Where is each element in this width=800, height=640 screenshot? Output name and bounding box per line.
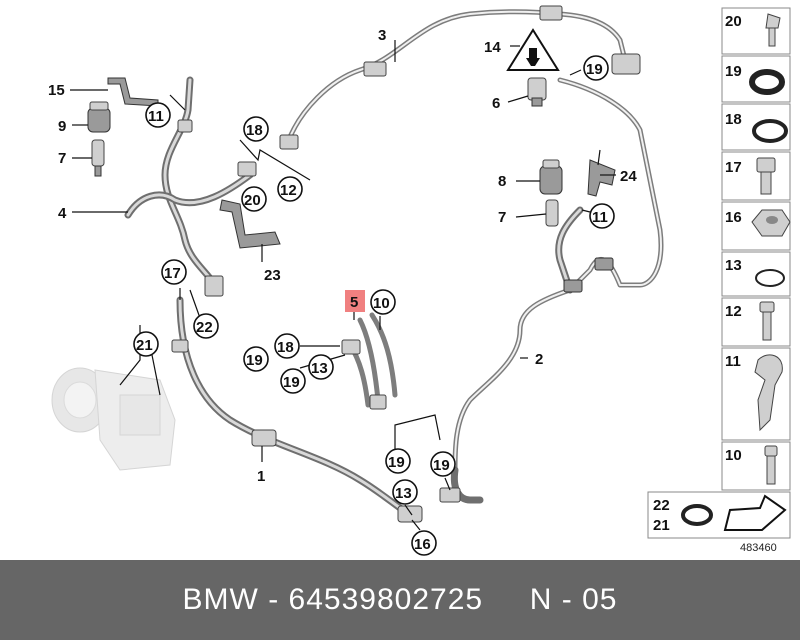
label-17: 17 [164, 265, 181, 282]
sensor-6 [527, 77, 547, 107]
label-22: 22 [196, 319, 213, 336]
parts-sidebar: 20 19 18 17 16 13 12 11 [647, 7, 791, 554]
cap-9 [87, 101, 111, 133]
sidebar-label-10: 10 [725, 447, 742, 464]
parts-diagram: 15 9 7 4 3 14 6 8 7 24 23 2 1 5 11 18 12… [48, 5, 791, 556]
label-18-mid: 18 [277, 339, 294, 356]
label-21: 21 [136, 337, 153, 354]
footer-separator: - [258, 583, 289, 616]
label-7-left: 7 [58, 150, 66, 167]
bracket-24 [587, 149, 616, 197]
footer-position: N - 05 [529, 583, 618, 616]
valve-7-right [545, 199, 559, 227]
label-14: 14 [484, 39, 501, 56]
diagram-number: 483460 [740, 542, 777, 554]
label-19-midleft: 19 [246, 352, 263, 369]
label-5: 5 [350, 294, 358, 311]
label-20: 20 [244, 192, 261, 209]
label-13-mid: 13 [311, 360, 328, 377]
warning-triangle-icon [506, 28, 560, 71]
bracket-23 [219, 199, 281, 249]
label-19-midlow: 19 [283, 374, 300, 391]
sidebar-label-13: 13 [725, 257, 742, 274]
label-6: 6 [492, 95, 500, 112]
footer-gap [483, 583, 530, 617]
sidebar-label-22: 22 [653, 497, 670, 514]
label-11-left: 11 [148, 108, 164, 125]
sidebar-label-11: 11 [725, 353, 741, 370]
label-11-right: 11 [592, 209, 608, 226]
hose-2 [439, 77, 664, 504]
label-18-top: 18 [246, 122, 263, 139]
label-15: 15 [48, 82, 65, 99]
label-8: 8 [498, 173, 506, 190]
sidebar-label-12: 12 [725, 303, 742, 320]
highlight-box-5 [345, 290, 365, 312]
pipe-assembly-5 [341, 312, 398, 410]
footer-brand: BMW [182, 583, 259, 616]
label-19-bottomright: 19 [433, 457, 450, 474]
label-13-bottom: 13 [395, 485, 412, 502]
sidebar-label-21: 21 [653, 517, 670, 534]
leader-lines [70, 40, 616, 531]
label-19-bottomleft: 19 [388, 454, 405, 471]
label-4: 4 [58, 205, 67, 222]
label-7-right: 7 [498, 209, 506, 226]
callouts: 15 9 7 4 3 14 6 8 7 24 23 2 1 5 11 18 12… [48, 27, 637, 556]
sidebar-label-17: 17 [725, 159, 742, 176]
label-24: 24 [620, 168, 637, 185]
label-3: 3 [378, 27, 386, 44]
sidebar-label-20: 20 [725, 13, 742, 30]
hose-3 [279, 5, 641, 150]
label-19-top: 19 [586, 61, 603, 78]
label-2: 2 [535, 351, 543, 368]
sidebar-label-16: 16 [725, 209, 742, 226]
label-23: 23 [264, 267, 281, 284]
label-10: 10 [373, 295, 390, 312]
sidebar-label-19: 19 [725, 63, 742, 80]
compressor [51, 367, 176, 471]
label-12: 12 [280, 182, 297, 199]
cap-8 [539, 159, 563, 195]
footer-bar: BMW - 64539802725 N - 05 [0, 560, 800, 640]
footer-part-number: 64539802725 [288, 583, 484, 616]
label-16: 16 [414, 536, 431, 553]
hose-1 [171, 296, 423, 523]
bracket-15 [107, 77, 159, 107]
valve-7-left [91, 139, 105, 177]
sidebar-label-18: 18 [725, 111, 742, 128]
hose-4 [124, 76, 257, 297]
label-1: 1 [257, 468, 265, 485]
label-9: 9 [58, 118, 66, 135]
